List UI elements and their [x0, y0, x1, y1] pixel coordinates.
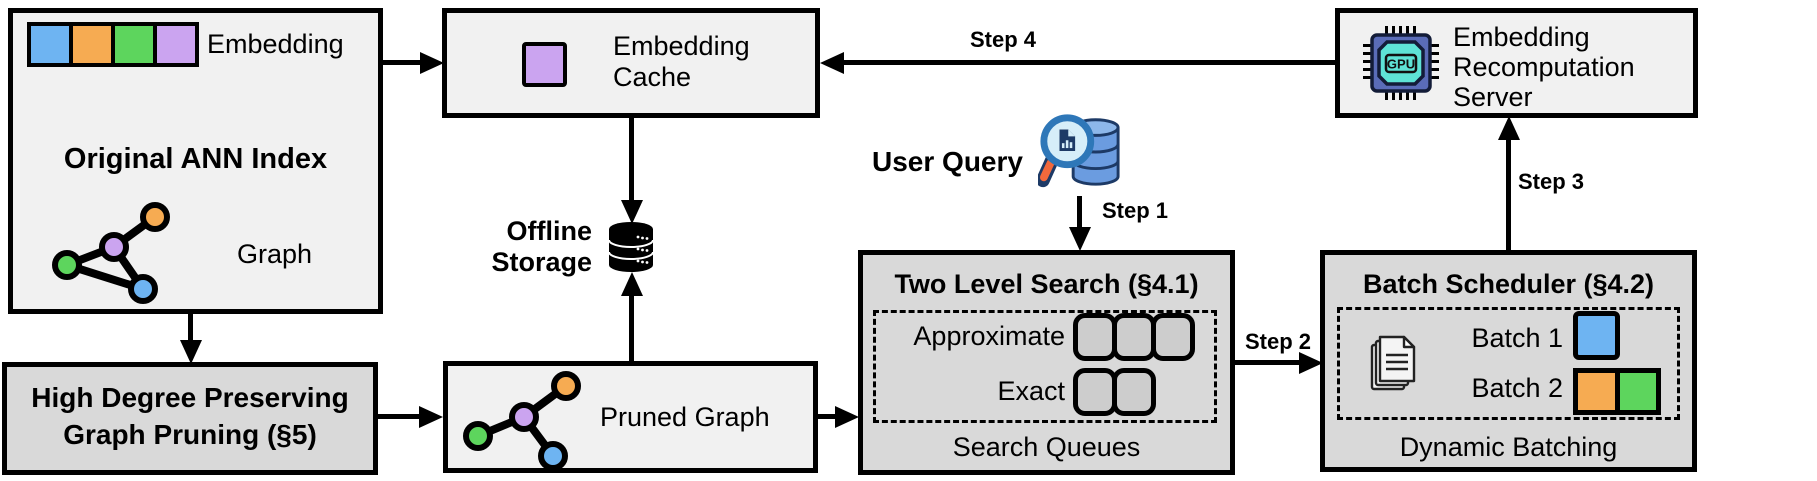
arrow-ann-to-pruning	[188, 313, 193, 340]
documents-icon	[1370, 335, 1416, 391]
approximate-label: Approximate	[913, 321, 1065, 351]
search-queues-panel	[873, 310, 1217, 423]
database-icon	[608, 222, 654, 272]
offline-storage-label: Offline Storage	[480, 216, 592, 278]
queue-slot	[1112, 313, 1156, 361]
embedding-cache-box: Embedding Cache	[442, 8, 820, 118]
pruned-graph-icon	[463, 371, 581, 471]
embedding-chip-purple	[157, 26, 195, 63]
batch2-label: Batch 2	[1471, 373, 1563, 403]
ann-graph-icon	[52, 202, 170, 304]
step3-label: Step 3	[1518, 169, 1585, 194]
graph-node-purple	[509, 402, 539, 432]
arrow-step2-search-to-scheduler	[1232, 360, 1299, 365]
graph-node-orange	[551, 371, 581, 401]
arrow-step3-scheduler-to-server	[1506, 140, 1511, 250]
batch-scheduler-box: Batch Scheduler (§4.2) Batch 1 Batch 2 D…	[1320, 250, 1697, 472]
embedding-cache-label: Embedding Cache	[613, 31, 750, 93]
server-line1: Embedding	[1453, 22, 1590, 52]
batch-scheduler-title: Batch Scheduler (§4.2)	[1362, 269, 1655, 299]
graph-pruning-line2: Graph Pruning (§5)	[63, 419, 317, 450]
graph-node-blue	[128, 274, 158, 304]
embedding-chip-blue	[31, 26, 69, 63]
offline-storage-line1: Offline	[506, 216, 593, 246]
arrow-step1-query-to-search	[1077, 196, 1082, 227]
step4-label: Step 4	[969, 27, 1037, 52]
graph-node-purple	[99, 232, 129, 262]
pruned-graph-label: Pruned Graph	[600, 402, 770, 432]
server-line2: Recomputation	[1453, 52, 1635, 82]
cached-embedding-icon	[522, 42, 567, 87]
queue-slot	[1151, 313, 1195, 361]
batch2-swatches	[1573, 368, 1661, 415]
two-level-search-box: Two Level Search (§4.1) Approximate Exac…	[858, 250, 1235, 475]
approximate-queue	[1073, 313, 1195, 361]
dynamic-batching-panel	[1337, 307, 1680, 420]
two-level-search-title: Two Level Search (§4.1)	[894, 269, 1199, 299]
embedding-cache-line1: Embedding	[613, 31, 750, 61]
graph-node-orange	[140, 202, 170, 232]
queue-slot	[1073, 368, 1117, 416]
graph-label: Graph	[237, 239, 313, 269]
graph-pruning-line1: High Degree Preserving	[31, 382, 349, 413]
graph-pruning-box: High Degree Preserving Graph Pruning (§5…	[2, 362, 378, 475]
server-line3: Server	[1453, 82, 1533, 112]
arrow-pruning-to-pruned	[378, 414, 419, 419]
step1-label: Step 1	[1102, 198, 1169, 223]
embedding-label: Embedding	[207, 29, 344, 59]
pruned-graph-box: Pruned Graph	[443, 361, 818, 473]
queue-slot	[1073, 313, 1117, 361]
graph-node-green	[52, 250, 82, 280]
gpu-chip-label: GPU	[1387, 57, 1415, 72]
original-ann-index-title: Original ANN Index	[63, 143, 328, 175]
original-ann-index-box: Embedding Original ANN Index Graph	[8, 8, 383, 314]
embedding-chip-green	[115, 26, 153, 63]
exact-queue	[1073, 368, 1156, 416]
queue-slot	[1112, 368, 1156, 416]
recomputation-server-label: Embedding Recomputation Server	[1453, 22, 1635, 112]
graph-node-blue	[538, 441, 568, 471]
batch2-swatch-orange	[1578, 373, 1615, 410]
embedding-vector-icon	[27, 22, 199, 67]
embedding-chip-orange	[73, 26, 111, 63]
search-queues-label: Search Queues	[952, 432, 1141, 462]
arrow-step4-server-to-cache	[844, 60, 1335, 65]
arrow-pruned-to-search	[818, 414, 835, 419]
embedding-cache-line2: Cache	[613, 62, 692, 92]
batch1-swatch-blue	[1573, 311, 1620, 360]
offline-storage-line2: Storage	[491, 247, 592, 277]
user-query-label: User Query	[872, 146, 1023, 177]
exact-label: Exact	[997, 376, 1065, 406]
arrow-cache-to-storage	[629, 118, 634, 200]
arrow-pruned-to-storage	[629, 296, 634, 361]
step2-label: Step 2	[1244, 329, 1312, 354]
arrow-ann-to-cache	[383, 60, 420, 65]
gpu-icon: GPU	[1363, 26, 1439, 100]
batch1-label: Batch 1	[1471, 323, 1563, 353]
recomputation-server-box: GPU Embedding Recomputation Server	[1335, 8, 1698, 118]
graph-node-green	[463, 421, 493, 451]
user-query-icon	[1038, 114, 1120, 188]
graph-pruning-label: High Degree Preserving Graph Pruning (§5…	[7, 379, 373, 453]
batch2-swatch-green	[1619, 373, 1656, 410]
dynamic-batching-label: Dynamic Batching	[1399, 432, 1618, 462]
